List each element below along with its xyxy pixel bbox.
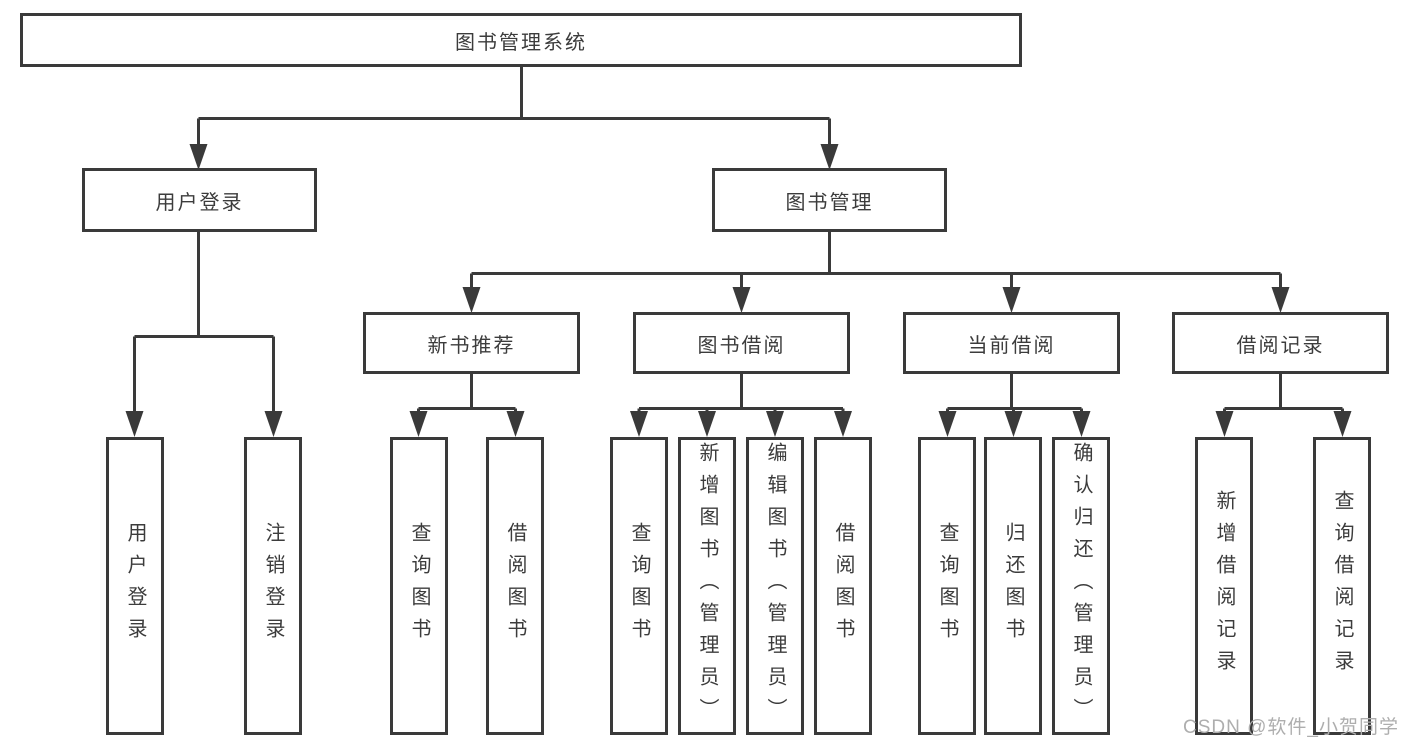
leaf-borrow-add-books: 新增图书（管理员） [678,437,736,735]
connector-root-to-level2 [197,64,831,148]
leaf-borrow-edit-books: 编辑图书（管理员） [746,437,804,735]
arrow-down-icon [1215,411,1234,437]
leaf-recommend-query-books: 查询图书 [390,437,448,735]
connector-user-login-children [133,230,275,415]
node-user-login: 用户登录 [82,168,317,232]
leaf-logout-label: 注销登录 [262,522,284,650]
connector-new-book-recommend-children [417,372,517,416]
arrow-down-icon [834,411,852,437]
node-root: 图书管理系统 [20,13,1022,67]
node-book-management: 图书管理 [712,168,947,232]
node-new-book-recommend-label: 新书推荐 [427,334,516,357]
leaf-current-confirm-return-label: 确认归还（管理员） [1070,442,1092,730]
connector-book-borrow-children [637,372,845,416]
leaf-borrow-edit-books-label: 编辑图书（管理员） [764,442,786,730]
leaf-records-add-record: 新增借阅记录 [1195,437,1253,735]
node-book-management-label: 图书管理 [785,191,874,214]
node-book-borrow-label: 图书借阅 [697,334,786,357]
node-borrow-records: 借阅记录 [1172,312,1389,374]
arrow-down-icon [820,144,839,170]
arrow-down-icon [698,411,716,437]
node-new-book-recommend: 新书推荐 [363,312,580,374]
leaf-current-query-books-label: 查询图书 [936,522,958,650]
arrow-down-icon [630,411,648,437]
leaf-logout: 注销登录 [244,437,302,735]
node-current-borrow: 当前借阅 [903,312,1120,374]
leaf-borrow-add-books-label: 新增图书（管理员） [696,442,718,730]
arrow-down-icon [409,411,428,437]
connector-current-borrow-children [946,372,1083,416]
arrow-down-icon [1333,411,1352,437]
leaf-records-add-record-label: 新增借阅记录 [1213,490,1235,682]
node-current-borrow-label: 当前借阅 [967,334,1056,357]
connector-borrow-records-children [1223,372,1344,416]
leaf-recommend-borrow-books: 借阅图书 [486,437,544,735]
node-book-borrow: 图书借阅 [633,312,850,374]
leaf-current-query-books: 查询图书 [918,437,976,735]
arrow-down-icon [189,144,208,170]
arrow-down-icon [1002,287,1021,313]
arrow-down-icon [1004,411,1023,437]
leaf-records-query-record-label: 查询借阅记录 [1331,490,1353,682]
leaf-recommend-borrow-books-label: 借阅图书 [504,522,526,650]
connector-book-management-to-level3 [470,230,1282,291]
arrow-down-icon [1271,287,1290,313]
arrow-down-icon [938,411,957,437]
leaf-borrow-borrow-books: 借阅图书 [814,437,872,735]
arrow-down-icon [264,411,283,437]
leaf-borrow-borrow-books-label: 借阅图书 [832,522,854,650]
leaf-user-login-label: 用户登录 [124,522,146,650]
arrow-down-icon [462,287,481,313]
leaf-records-query-record: 查询借阅记录 [1313,437,1371,735]
leaf-user-login: 用户登录 [106,437,164,735]
leaf-borrow-query-books: 查询图书 [610,437,668,735]
arrow-down-icon [506,411,525,437]
csdn-watermark: CSDN @软件_小贺同学 [1183,717,1399,738]
leaf-recommend-query-books-label: 查询图书 [408,522,430,650]
leaf-borrow-query-books-label: 查询图书 [628,522,650,650]
node-root-label: 图书管理系统 [455,31,587,54]
arrow-down-icon [125,411,144,437]
arrow-down-icon [732,287,751,313]
arrow-down-icon [766,411,784,437]
node-user-login-label: 用户登录 [155,191,244,214]
arrow-down-icon [1072,411,1091,437]
leaf-current-return-books-label: 归还图书 [1002,522,1024,650]
leaf-current-return-books: 归还图书 [984,437,1042,735]
node-borrow-records-label: 借阅记录 [1236,334,1325,357]
leaf-current-confirm-return: 确认归还（管理员） [1052,437,1110,735]
